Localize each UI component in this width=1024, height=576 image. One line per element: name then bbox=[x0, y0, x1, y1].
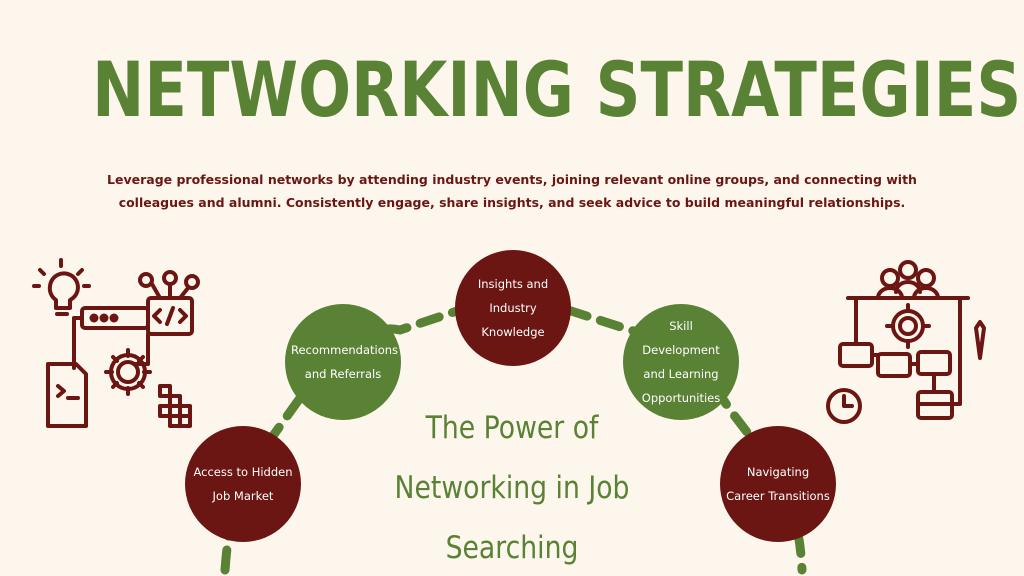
node-label: Recommendations and Referrals bbox=[291, 343, 399, 381]
center-heading-line2: Networking in Job Searching bbox=[394, 470, 630, 566]
team-meeting-flowchart-icon bbox=[826, 260, 986, 424]
node-skill-development: Skill Development and Learning Opportuni… bbox=[623, 304, 739, 420]
center-heading: The Power of Networking in Job Searching bbox=[300, 398, 724, 576]
center-heading-line1: The Power of bbox=[425, 410, 599, 446]
node-label: Navigating Career Transitions bbox=[726, 465, 830, 503]
node-label: Skill Development and Learning Opportuni… bbox=[641, 319, 721, 405]
node-label: Access to Hidden Job Market bbox=[193, 465, 293, 503]
node-insights: Insights and Industry Knowledge bbox=[455, 250, 571, 366]
page-subtitle: Leverage professional networks by attend… bbox=[107, 172, 917, 210]
node-label: Insights and Industry Knowledge bbox=[477, 277, 549, 339]
node-career-transitions: Navigating Career Transitions bbox=[720, 426, 836, 542]
idea-code-gear-icon bbox=[32, 258, 200, 428]
node-hidden-job-market: Access to Hidden Job Market bbox=[185, 426, 301, 542]
page-title: NETWORKING STRATEGIES bbox=[92, 45, 1022, 134]
node-recommendations: Recommendations and Referrals bbox=[285, 304, 401, 420]
